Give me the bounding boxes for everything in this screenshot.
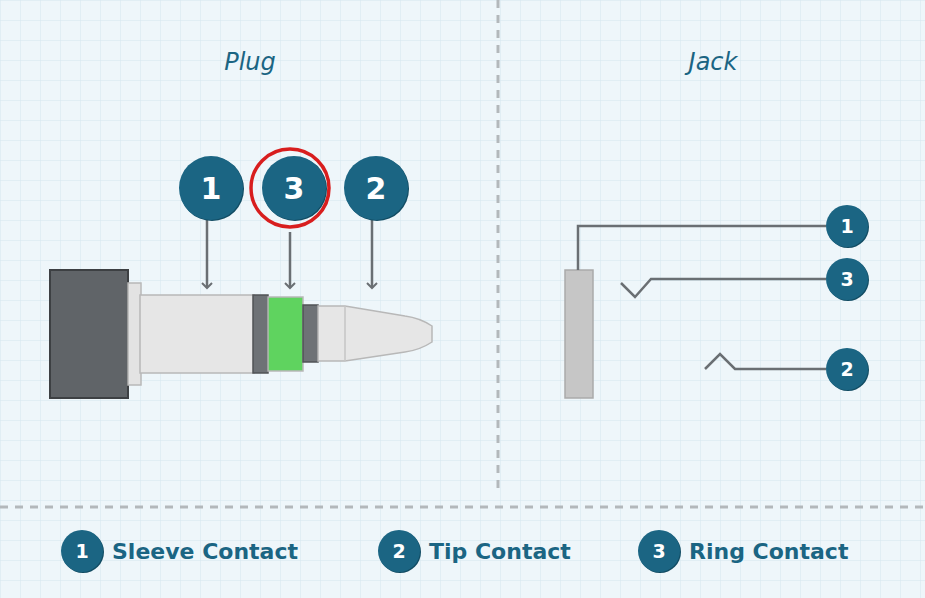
- callout-badge: 3: [826, 262, 868, 296]
- legend-text: Ring Contact: [689, 539, 848, 564]
- divider: [497, 0, 500, 495]
- legend-item: 1Sleeve Contact: [61, 534, 298, 568]
- legend-text: Tip Contact: [429, 539, 571, 564]
- callout-number: 3: [638, 530, 680, 572]
- callout-badge: 1: [179, 160, 243, 216]
- callout-number: 1: [61, 530, 103, 572]
- legend-item: 3Ring Contact: [638, 534, 848, 568]
- highlight-ring: [251, 149, 329, 227]
- legend-text: Sleeve Contact: [112, 539, 298, 564]
- callout-number: 2: [378, 530, 420, 572]
- callout-badge: 1: [826, 209, 868, 243]
- callout-badge: 2: [826, 352, 868, 386]
- callout-badge: 2: [344, 160, 408, 216]
- legend-item: 2Tip Contact: [378, 534, 571, 568]
- section-title: Plug: [224, 48, 276, 76]
- callout-number: 2: [344, 156, 408, 220]
- callout-number: 1: [179, 156, 243, 220]
- callout-number: 3: [826, 258, 868, 300]
- jack-drawing: [565, 226, 826, 398]
- callout-number: 3: [262, 156, 326, 220]
- section-title: Jack: [689, 48, 738, 76]
- callout-number: 1: [826, 205, 868, 247]
- divider: [0, 506, 925, 509]
- plug-drawing: [50, 270, 432, 398]
- callout-number: 2: [826, 348, 868, 390]
- callout-badge: 3: [262, 160, 326, 216]
